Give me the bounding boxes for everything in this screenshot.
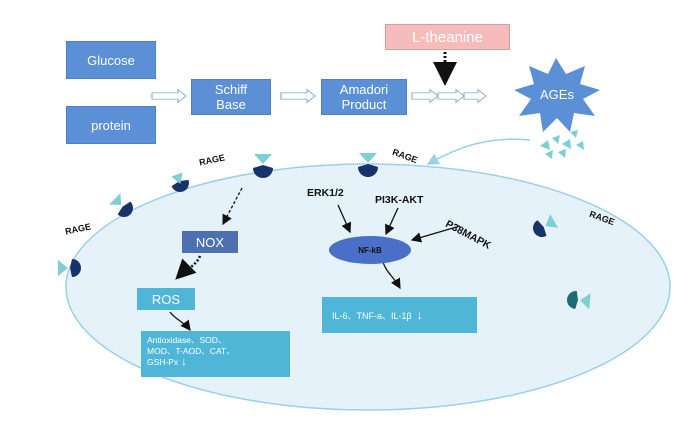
protein-node: protein bbox=[66, 106, 156, 144]
nox-node: NOX bbox=[182, 231, 238, 253]
p38-to-nfkb-arrow bbox=[410, 225, 461, 243]
cytokines-node: IL-6、TNF-a、IL-1β ↓ bbox=[322, 297, 477, 333]
rage-receptor bbox=[358, 153, 378, 177]
glucose-node: Glucose bbox=[66, 41, 156, 79]
ros-node: ROS bbox=[137, 288, 195, 310]
ages-burst bbox=[514, 58, 600, 132]
ages-label: AGEs bbox=[540, 86, 574, 102]
nfkb-label: NF-kB bbox=[358, 245, 382, 255]
antioxidase-text: Antioxidase、SOD、 MOD、T-AOD、CAT、 GSH-Px bbox=[147, 335, 235, 367]
decrease-arrow-icon: ↓ bbox=[181, 356, 187, 368]
pi3k-to-nfkb-arrow bbox=[385, 207, 399, 236]
rage-receptor bbox=[171, 172, 189, 192]
rage-receptor bbox=[58, 259, 81, 277]
hollow-arrow-icon bbox=[411, 88, 439, 104]
antioxidase-node: Antioxidase、SOD、 MOD、T-AOD、CAT、 GSH-Px↓ bbox=[141, 331, 290, 377]
pi3k-akt-label: PI3K-AKT bbox=[375, 194, 424, 206]
rage-to-nox-arrow bbox=[222, 187, 243, 226]
ages-ligands bbox=[540, 130, 584, 159]
glycation-chain-arrows bbox=[151, 88, 487, 104]
rage-receptor bbox=[567, 291, 591, 310]
hollow-arrow-icon bbox=[151, 88, 187, 104]
hollow-arrow-icon bbox=[437, 88, 465, 104]
nfkb-to-cytokines-arrow bbox=[382, 261, 401, 290]
rage-receptor bbox=[109, 193, 133, 217]
hollow-arrow-icon bbox=[463, 88, 487, 104]
l-theanine-node: L-theanine bbox=[385, 24, 510, 50]
ros-to-antioxidase-arrow bbox=[169, 311, 191, 332]
cytokines-text: IL-6、TNF-a、IL-1β bbox=[332, 310, 412, 321]
ages-to-cell-arrow bbox=[426, 138, 531, 165]
nfkb-node bbox=[329, 236, 411, 264]
schiff-base-node: Schiff Base bbox=[191, 79, 271, 115]
rage-receptors bbox=[58, 153, 591, 310]
nox-to-ros-arrow bbox=[175, 255, 202, 280]
amadori-product-node: Amadori Product bbox=[321, 79, 407, 115]
decrease-arrow-icon: ↓ bbox=[416, 308, 423, 322]
rage-receptor bbox=[253, 154, 273, 178]
erk-to-nfkb-arrow bbox=[337, 204, 352, 234]
hollow-arrow-icon bbox=[280, 88, 316, 104]
rage-receptor bbox=[533, 214, 559, 237]
erk-label: ERK1/2 bbox=[307, 187, 344, 199]
